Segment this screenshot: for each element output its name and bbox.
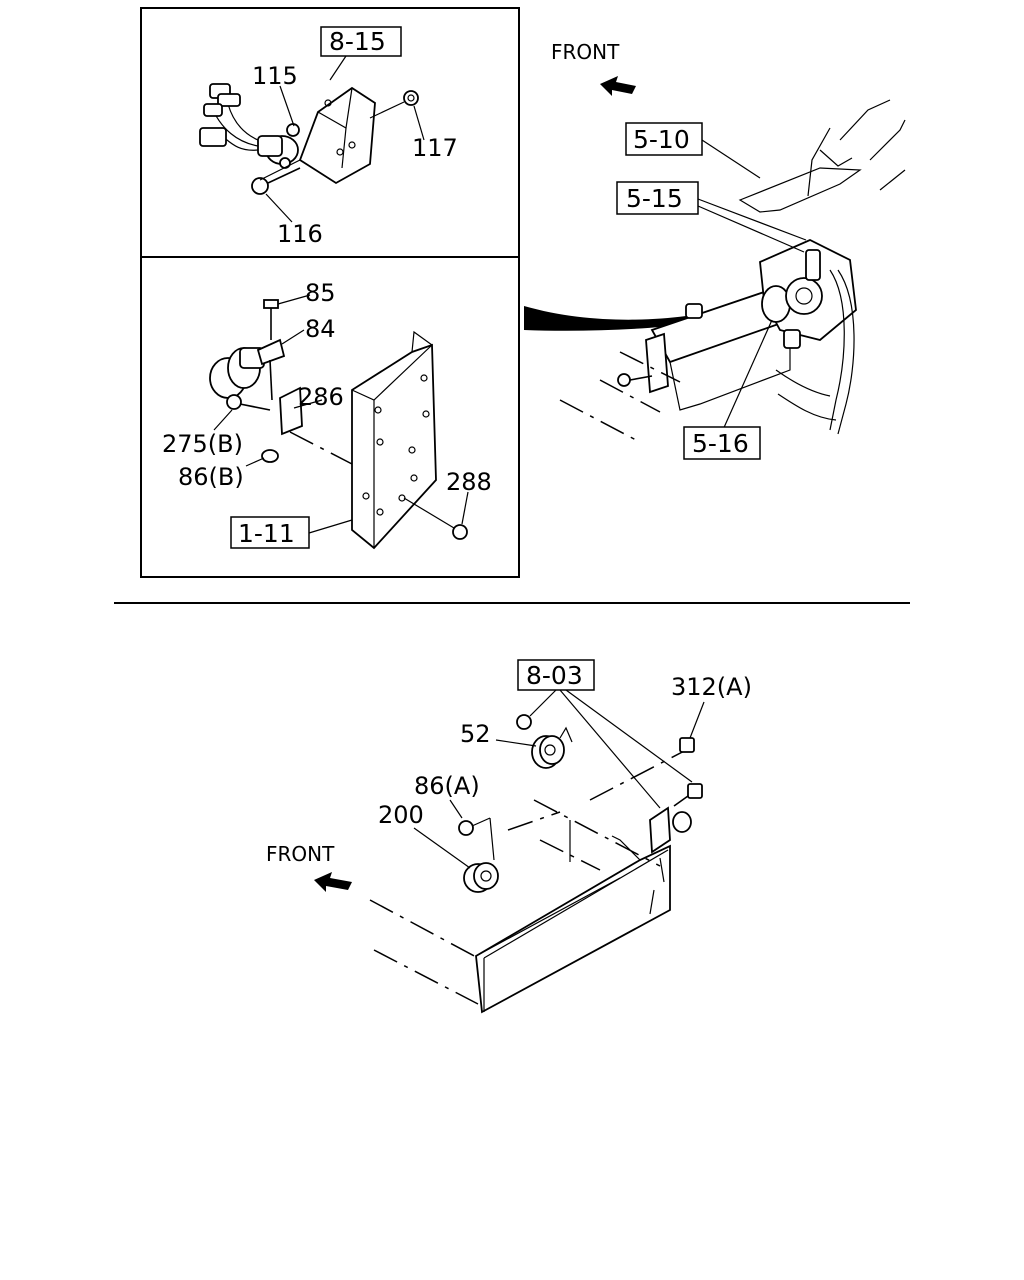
part-label-85: 85 (305, 279, 336, 307)
ref-box-1-11 (230, 516, 310, 549)
ref-label-5-15: 5-15 (626, 184, 683, 213)
ref-label-8-15: 8-15 (329, 27, 386, 56)
part-label-286: 286 (298, 383, 344, 411)
part-label-84: 84 (305, 315, 336, 343)
front-label-top: FRONT (551, 40, 620, 64)
ref-label-8-03: 8-03 (526, 661, 583, 690)
front-arrow-bottom (314, 872, 352, 892)
ref-label-5-16: 5-16 (692, 429, 749, 458)
crossmember-assembly-view (369, 689, 705, 1014)
part-label-117: 117 (412, 134, 458, 162)
sensor-bracket-assembly (199, 83, 419, 195)
part-label-86a: 86(A) (414, 772, 480, 800)
front-arrow-top (600, 76, 636, 96)
engine-assembly-view (524, 99, 906, 441)
inset-panels (140, 7, 520, 578)
part-label-200: 200 (378, 801, 424, 829)
front-label-bottom: FRONT (266, 842, 335, 866)
part-label-288: 288 (446, 468, 492, 496)
part-label-116: 116 (277, 220, 323, 248)
part-label-52: 52 (460, 720, 491, 748)
ref-box-5-10 (625, 122, 703, 156)
ref-box-8-03 (517, 659, 595, 691)
ref-label-1-11: 1-11 (238, 519, 295, 548)
ref-label-5-10: 5-10 (633, 125, 690, 154)
panel-bracket-assembly (209, 299, 468, 550)
ref-box-5-16 (683, 426, 761, 460)
ref-box-5-15 (616, 181, 699, 215)
ref-box-8-15 (320, 26, 402, 57)
part-label-275b: 275(B) (162, 430, 243, 458)
part-label-115: 115 (252, 62, 298, 90)
part-label-86b: 86(B) (178, 463, 244, 491)
part-label-312a: 312(A) (671, 673, 752, 701)
